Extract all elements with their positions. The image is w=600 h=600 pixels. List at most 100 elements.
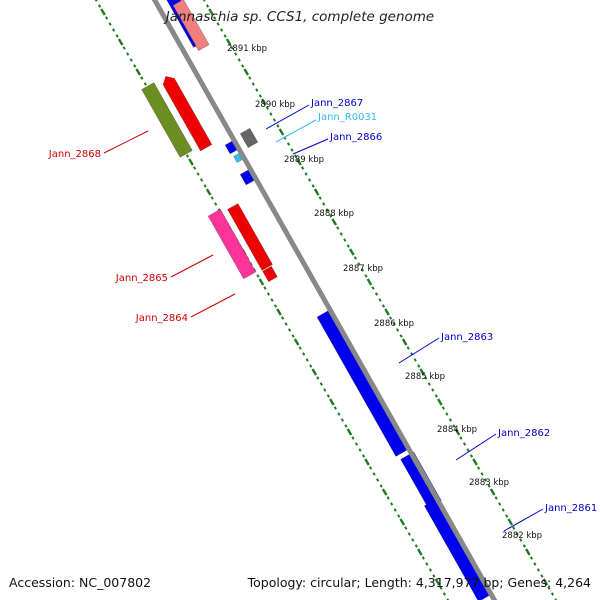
gene-block bbox=[172, 0, 210, 51]
tick-mark bbox=[533, 562, 537, 566]
genome-backbone bbox=[151, 0, 498, 600]
tick-mark bbox=[386, 496, 390, 500]
tick-mark bbox=[432, 574, 436, 578]
label-leader-line bbox=[503, 508, 544, 532]
kbp-label: 2889 kbp bbox=[284, 155, 324, 165]
tick-mark bbox=[376, 478, 380, 482]
tick-mark bbox=[97, 4, 102, 8]
tick-mark bbox=[270, 298, 274, 302]
tick-mark bbox=[487, 484, 491, 488]
tick-mark bbox=[325, 208, 329, 212]
tick-mark bbox=[445, 412, 449, 416]
tick-mark bbox=[489, 488, 496, 496]
tick-mark bbox=[554, 598, 558, 600]
tick-mark bbox=[276, 308, 282, 316]
tick-mark bbox=[269, 112, 273, 116]
tick-mark bbox=[384, 308, 390, 316]
tick-mark bbox=[329, 214, 333, 218]
tick-mark bbox=[411, 538, 415, 542]
tick-mark bbox=[358, 448, 362, 452]
tick-mark bbox=[501, 508, 505, 512]
tick-mark bbox=[336, 226, 340, 230]
tick-mark bbox=[459, 436, 463, 440]
tick-mark bbox=[480, 472, 484, 476]
tick-mark bbox=[484, 478, 488, 482]
tick-mark bbox=[265, 106, 269, 110]
gene-label-jann-2868: Jann_2868 bbox=[48, 149, 101, 160]
tick-mark bbox=[210, 196, 214, 200]
tick-mark bbox=[293, 338, 300, 346]
tick-mark bbox=[237, 58, 241, 62]
gene-block bbox=[227, 203, 273, 271]
tick-mark bbox=[135, 68, 142, 76]
tick-mark bbox=[316, 376, 320, 380]
tick-mark bbox=[258, 94, 262, 98]
tick-mark bbox=[414, 544, 418, 548]
label-leader-line bbox=[455, 433, 497, 461]
tick-mark bbox=[399, 518, 406, 526]
accession-text: Accession: NC_007802 bbox=[9, 575, 152, 590]
kbp-label: 2891 kbp bbox=[227, 44, 267, 54]
tick-mark bbox=[290, 148, 294, 152]
tick-mark bbox=[393, 508, 397, 512]
tick-mark bbox=[266, 292, 271, 296]
tick-mark bbox=[353, 256, 357, 260]
tick-mark bbox=[309, 364, 313, 368]
tick-mark bbox=[322, 202, 326, 206]
gene-jann-2864b bbox=[262, 265, 278, 283]
tick-mark bbox=[94, 0, 98, 2]
tick-mark bbox=[196, 172, 200, 176]
tick-mark bbox=[421, 556, 425, 560]
tick-mark bbox=[256, 274, 260, 278]
tick-mark bbox=[308, 178, 312, 182]
tick-mark bbox=[255, 88, 259, 92]
tick-mark bbox=[361, 454, 366, 458]
tick-mark bbox=[428, 568, 432, 572]
tick-mark bbox=[498, 502, 502, 506]
tick-mark bbox=[396, 328, 400, 332]
tick-mark bbox=[129, 58, 133, 62]
tick-mark bbox=[261, 98, 267, 106]
tick-mark bbox=[323, 388, 327, 392]
gene-label-jann-r0031: Jann_R0031 bbox=[317, 112, 377, 123]
gene-track bbox=[141, 0, 493, 600]
tick-mark bbox=[298, 346, 302, 350]
tick-mark bbox=[108, 22, 112, 26]
tick-mark bbox=[288, 328, 292, 332]
tick-mark bbox=[401, 338, 408, 346]
outer-tick-ring bbox=[202, 0, 558, 600]
kbp-label: 2888 kbp bbox=[314, 209, 354, 219]
gene-block bbox=[207, 208, 257, 280]
tick-mark bbox=[230, 46, 234, 50]
tick-mark bbox=[214, 202, 218, 206]
tick-mark bbox=[272, 118, 276, 122]
tick-mark bbox=[185, 154, 190, 158]
tick-mark bbox=[454, 428, 461, 436]
tick-mark bbox=[494, 496, 498, 500]
tick-mark bbox=[115, 34, 119, 38]
tick-mark bbox=[417, 364, 421, 368]
tick-mark bbox=[448, 418, 452, 422]
tick-mark bbox=[284, 322, 288, 326]
tick-mark bbox=[326, 394, 330, 398]
gene-labels: Jann_2867Jann_R0031Jann_2866Jann_2868Jan… bbox=[48, 98, 597, 532]
gene-jann-2868 bbox=[141, 82, 193, 158]
tick-mark bbox=[208, 8, 214, 16]
kbp-label: 2886 kbp bbox=[374, 319, 414, 329]
tick-mark bbox=[427, 382, 431, 386]
tick-mark bbox=[349, 248, 355, 256]
tick-mark bbox=[364, 274, 368, 278]
kbp-label: 2890 kbp bbox=[255, 100, 295, 110]
label-leader-line bbox=[398, 337, 440, 364]
tick-mark bbox=[407, 532, 411, 536]
gene-label-jann-2866: Jann_2866 bbox=[329, 132, 382, 143]
tick-mark bbox=[243, 68, 250, 76]
tick-mark bbox=[192, 166, 197, 170]
tick-mark bbox=[202, 0, 206, 2]
tick-mark bbox=[293, 154, 298, 158]
tick-mark bbox=[234, 52, 238, 56]
tick-mark bbox=[122, 46, 126, 50]
tick-mark bbox=[337, 412, 341, 416]
genome-summary: Topology: circular; Length: 4,317,977 bp… bbox=[247, 575, 591, 590]
